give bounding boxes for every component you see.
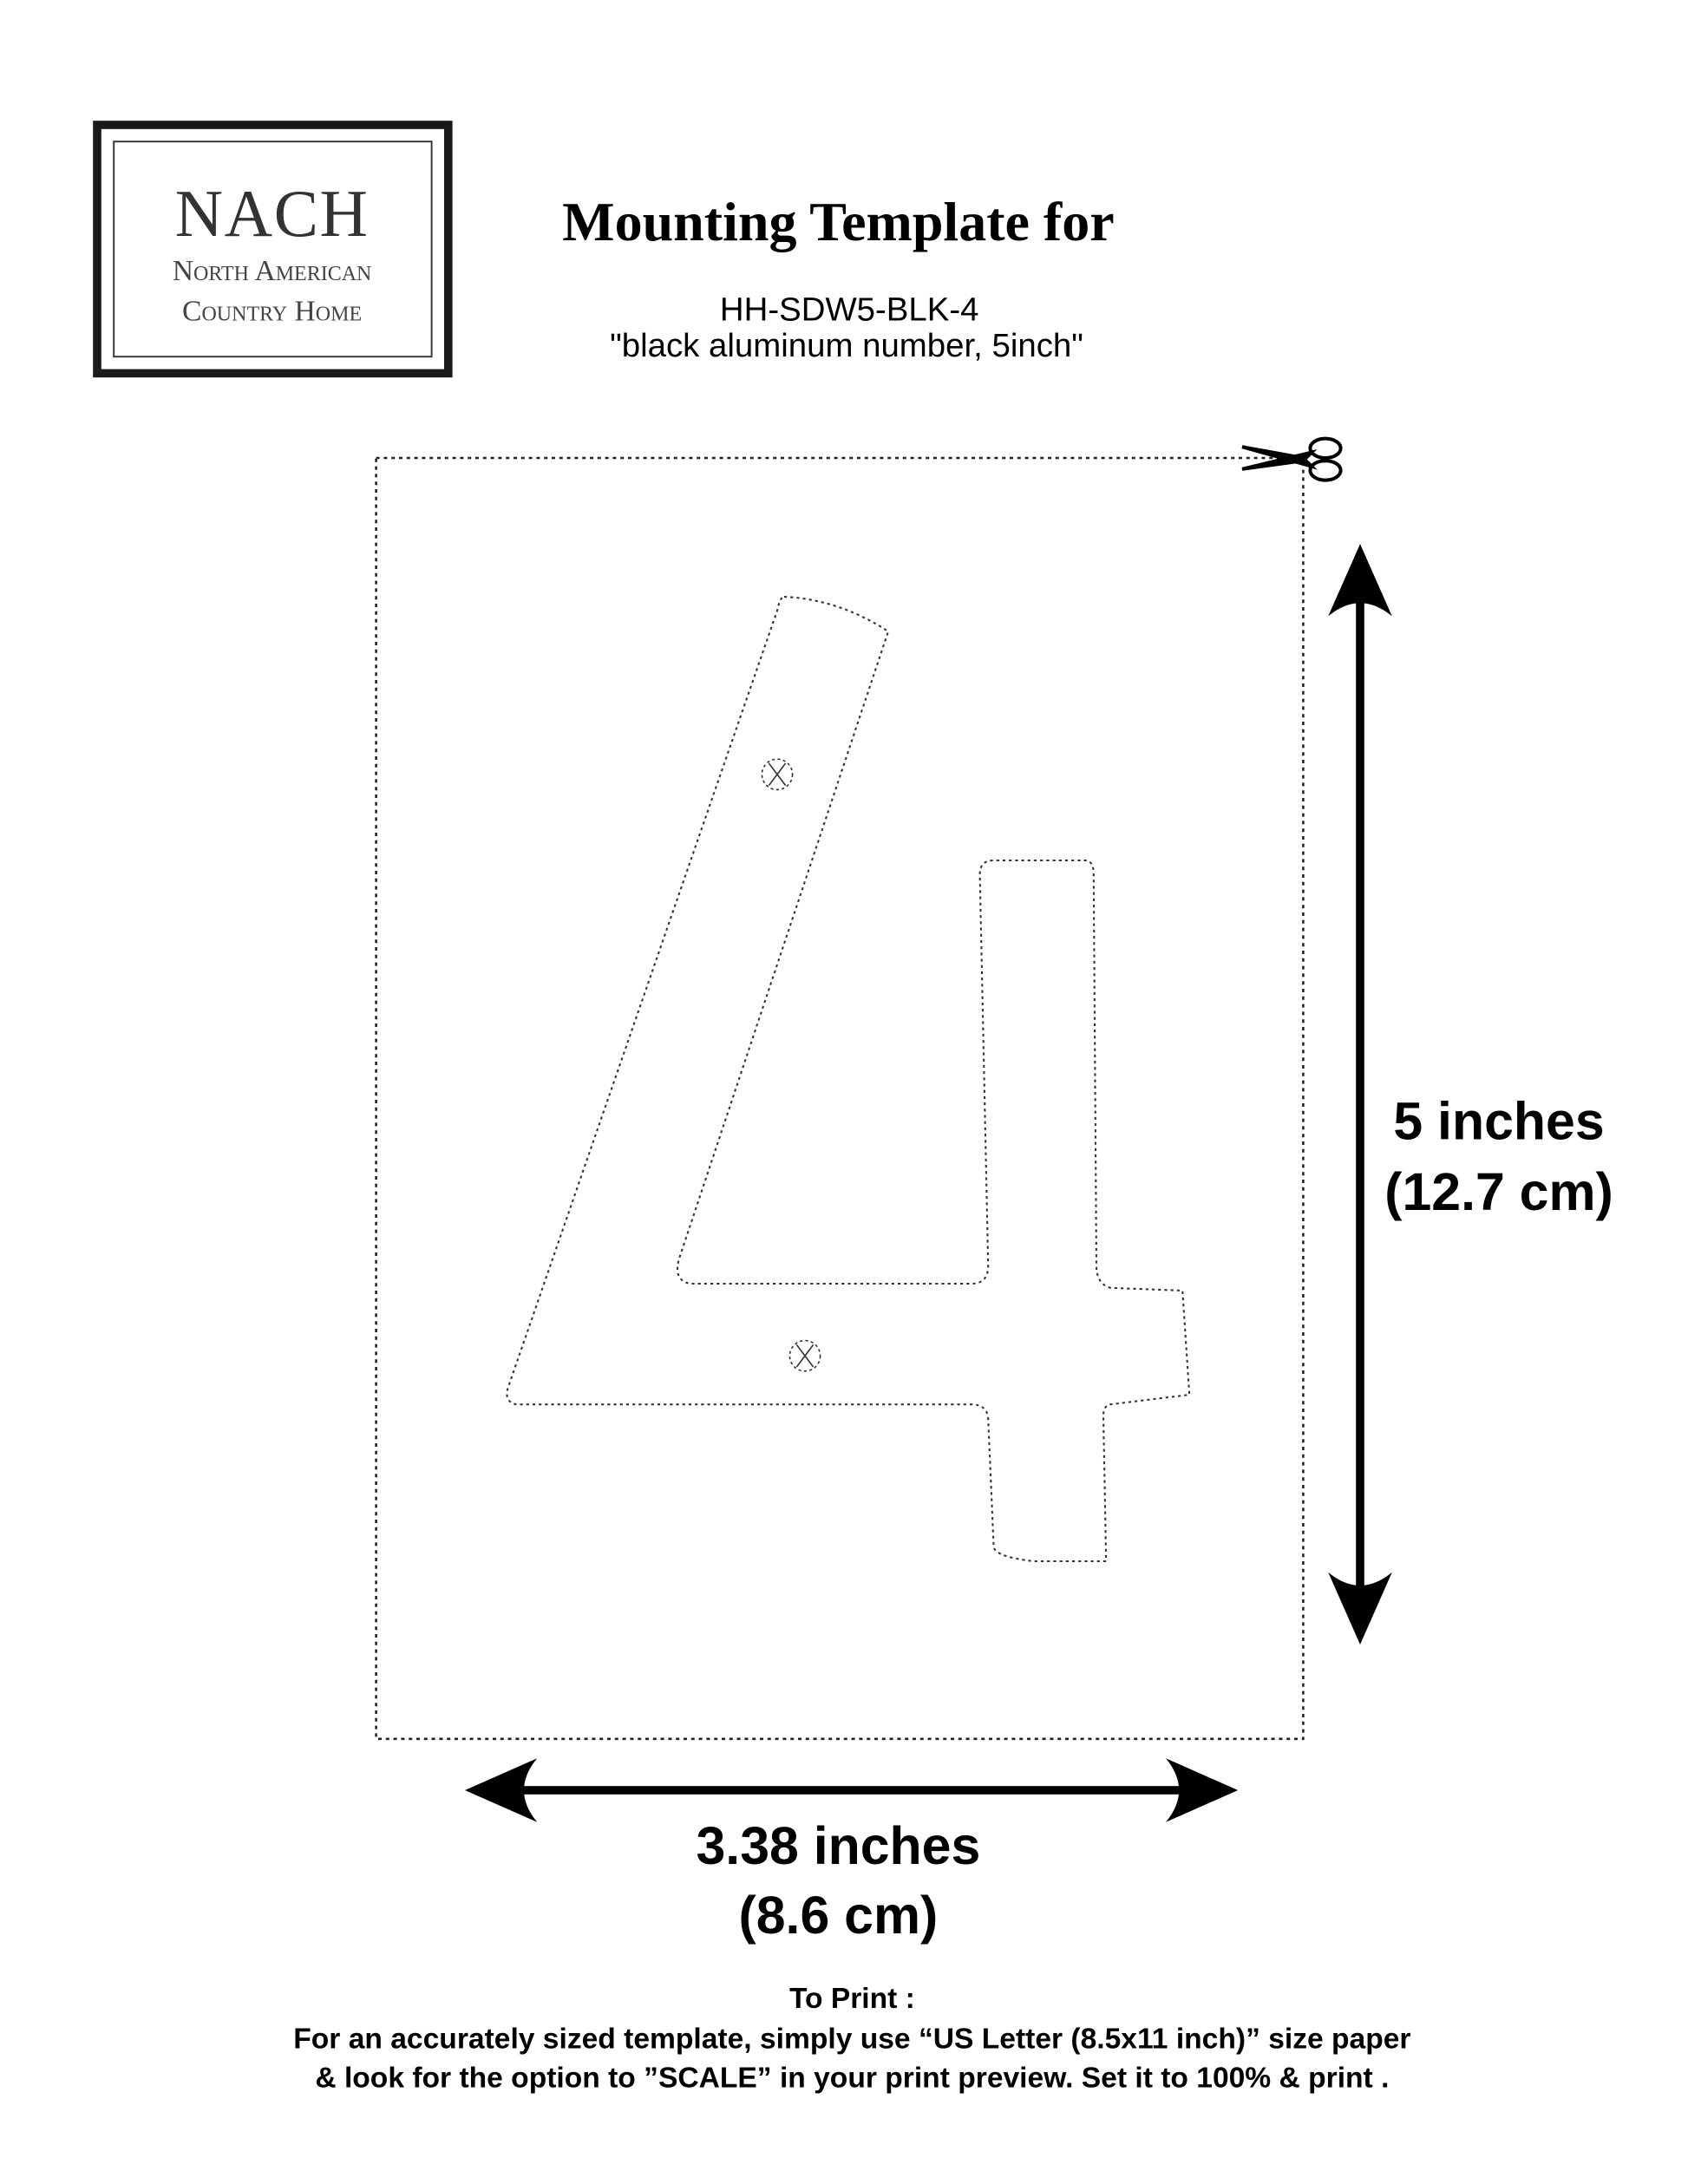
height-metric: (12.7 cm) xyxy=(1384,1162,1613,1221)
scissors-icon xyxy=(1241,436,1343,482)
product-sku: HH-SDW5-BLK-4 xyxy=(720,291,979,329)
cut-boundary xyxy=(375,456,1305,1741)
print-instruction-1: For an accurately sized template, simply… xyxy=(293,2024,1410,2056)
width-arrow xyxy=(465,1758,1239,1822)
screw-hole-top xyxy=(761,758,794,791)
print-heading: To Print : xyxy=(789,1983,915,2015)
height-label: 5 inches xyxy=(1393,1092,1604,1151)
page-title: Mounting Template for xyxy=(562,191,1114,252)
logo-mark: NACH xyxy=(175,177,370,251)
logo-line-2: Country Home xyxy=(182,296,362,328)
digit-4-outline xyxy=(506,595,1191,1563)
height-arrow xyxy=(1328,544,1392,1645)
logo-line-1: North American xyxy=(173,255,372,287)
product-description: "black aluminum number, 5inch" xyxy=(610,327,1083,364)
print-instruction-2: & look for the option to ”SCALE” in your… xyxy=(315,2062,1389,2094)
screw-hole-bottom xyxy=(788,1339,821,1372)
width-label: 3.38 inches xyxy=(696,1816,980,1875)
nach-logo: NACH North American Country Home xyxy=(93,121,453,378)
width-metric: (8.6 cm) xyxy=(739,1886,939,1945)
